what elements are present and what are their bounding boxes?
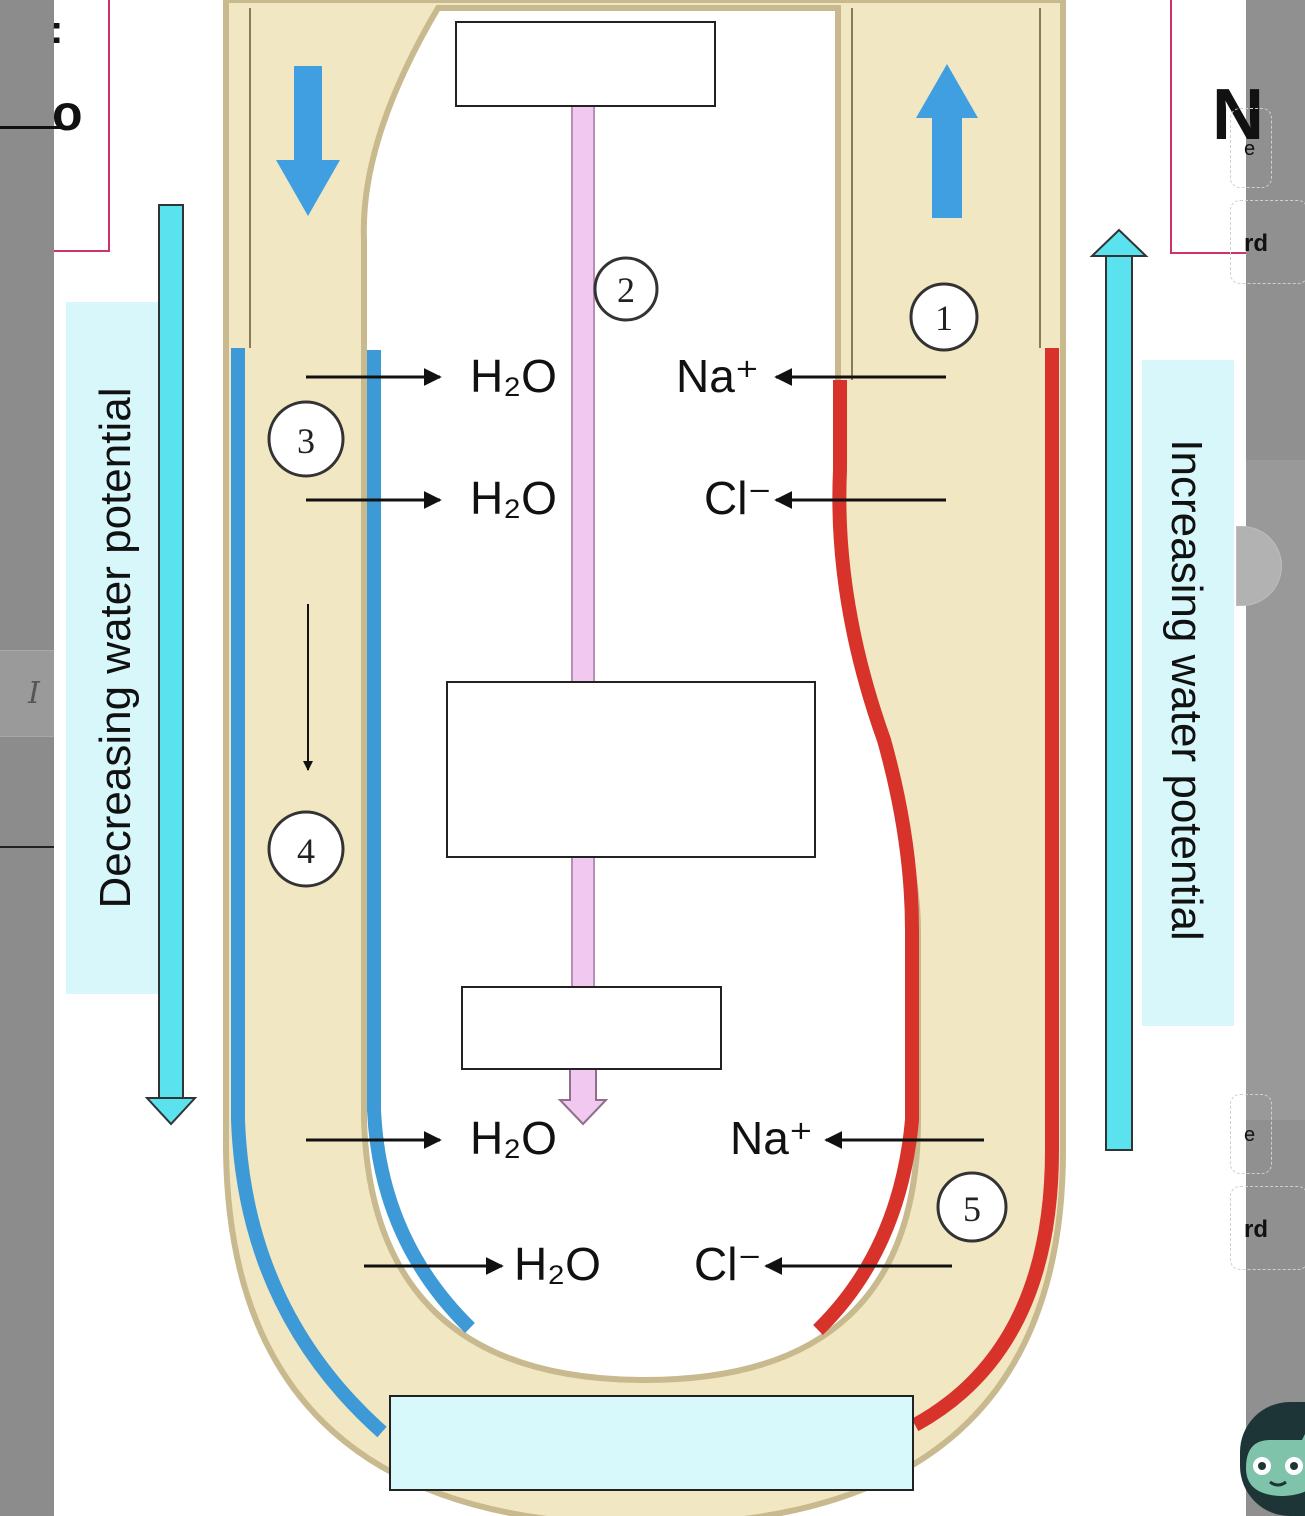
h2o-label-2: H₂O (470, 472, 557, 524)
marker-3-circle (267, 400, 345, 478)
na-label-1: Na⁺ (676, 350, 759, 402)
side-card-1 (1230, 108, 1272, 188)
descending-limb (231, 348, 475, 1438)
left-lower-rule (0, 846, 54, 848)
top-left-rule (0, 126, 62, 129)
h2o-label-4: H₂O (514, 1238, 601, 1290)
right-axis-label: Increasing water potential (1162, 439, 1211, 940)
side-text-2: rd (1244, 230, 1268, 257)
side-card-2 (1230, 200, 1305, 284)
cl-label-1: Cl⁻ (704, 472, 772, 524)
na-label-2: Na⁺ (730, 1112, 813, 1164)
marker-5-circle (936, 1171, 1008, 1243)
cl-label-2: Cl⁻ (694, 1238, 762, 1290)
decreasing-potential-arrow (144, 204, 198, 1126)
side-text-3: e (1244, 1124, 1256, 1146)
mascot-icon (1246, 1434, 1305, 1496)
side-card-3 (1230, 1094, 1272, 1174)
answer-box-lower[interactable] (461, 986, 722, 1070)
marker-2: 2 (617, 270, 635, 310)
side-text-4: rd (1244, 1216, 1268, 1243)
movement-arrows (303, 368, 984, 1275)
left-gray-band (0, 650, 54, 737)
left-gray-margin (0, 0, 54, 1516)
marker-3: 3 (297, 421, 315, 461)
marker-4-circle (267, 810, 345, 888)
flow-down-arrow (276, 66, 340, 216)
h2o-label-3: H₂O (470, 1112, 557, 1164)
ascending-limb (813, 348, 1059, 1432)
marker-1-circle (909, 282, 979, 352)
marker-2-circle (593, 256, 659, 322)
right-axis-label-bg (1142, 360, 1234, 1026)
h2o-label-1: H₂O (470, 350, 557, 402)
marker-5: 5 (963, 1189, 981, 1229)
answer-box-top[interactable] (455, 21, 716, 107)
left-axis-label-bg (66, 302, 158, 994)
answer-box-middle[interactable] (446, 681, 816, 858)
cursor-icon: I (28, 676, 40, 711)
top-left-letter: o (52, 85, 83, 141)
top-left-symbol: : (50, 8, 64, 52)
left-axis-label: Decreasing water potential (91, 388, 140, 909)
increasing-potential-arrow (1089, 228, 1149, 1151)
avatar[interactable] (1240, 1402, 1305, 1516)
flow-up-arrow (916, 64, 978, 218)
marker-1: 1 (935, 298, 953, 338)
left-pink-frame (54, 0, 110, 252)
answer-box-bottom[interactable] (389, 1395, 914, 1491)
marker-4: 4 (297, 831, 315, 871)
marker-group: 1 2 3 4 5 (267, 256, 1008, 1243)
side-text-1: e (1244, 138, 1256, 160)
side-card-4 (1230, 1186, 1305, 1270)
answer-boxes[interactable] (389, 21, 914, 1491)
right-pink-frame (1170, 0, 1246, 254)
